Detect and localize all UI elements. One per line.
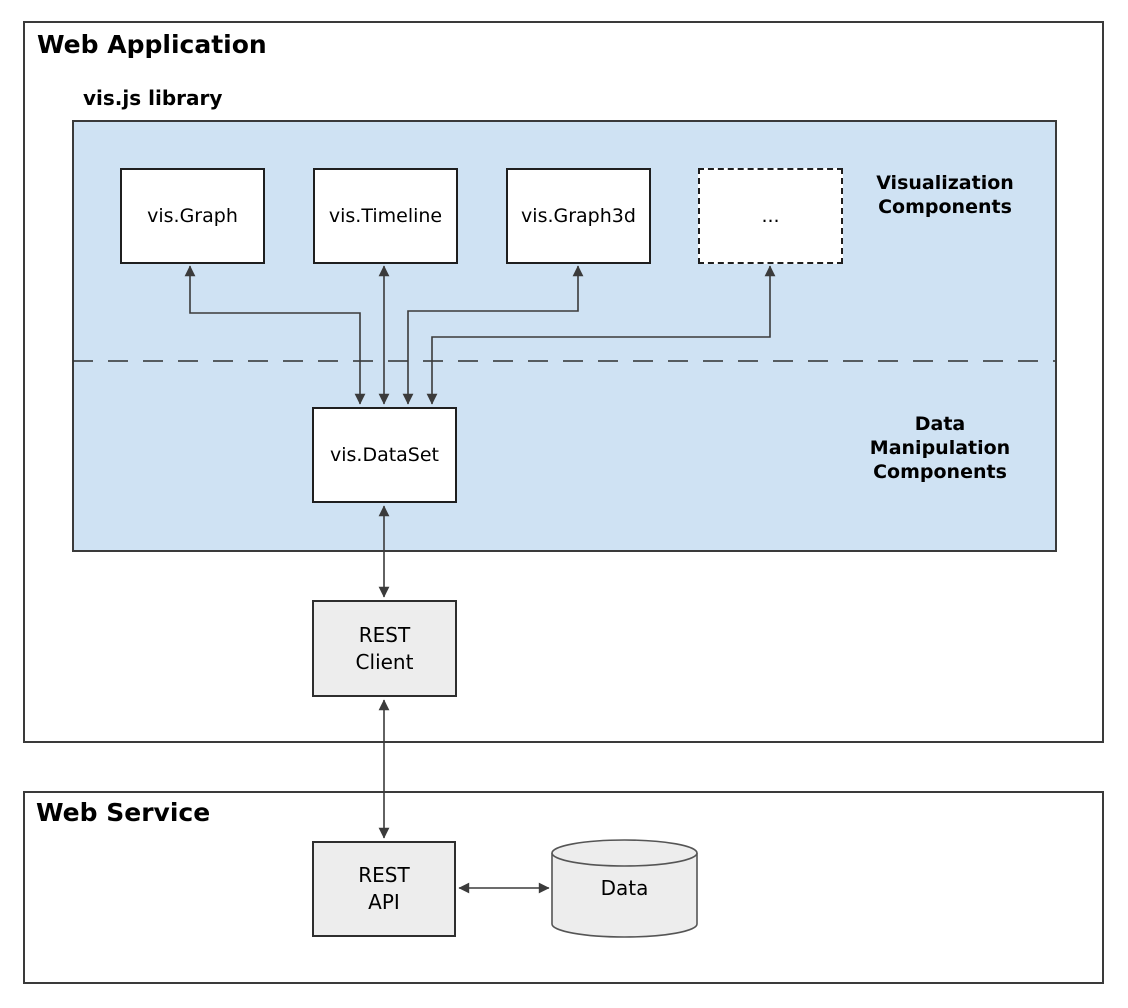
- web-service-title: Web Service: [36, 798, 211, 827]
- visualization-components-label: Visualization Components: [876, 172, 1014, 218]
- data-manipulation-components-label: Data Manipulation Components: [869, 413, 1011, 483]
- database-label: Data: [600, 876, 649, 900]
- box-rest-api: REST API: [312, 841, 456, 937]
- box-vis-graph: vis.Graph: [120, 168, 265, 264]
- visjs-library-title: vis.js library: [83, 86, 223, 110]
- box-vis-graph3d: vis.Graph3d: [506, 168, 651, 264]
- box-more-components: ...: [698, 168, 843, 264]
- box-vis-dataset: vis.DataSet: [312, 407, 457, 503]
- box-rest-client: REST Client: [312, 600, 457, 697]
- web-application-title: Web Application: [37, 30, 267, 59]
- box-vis-timeline: vis.Timeline: [313, 168, 458, 264]
